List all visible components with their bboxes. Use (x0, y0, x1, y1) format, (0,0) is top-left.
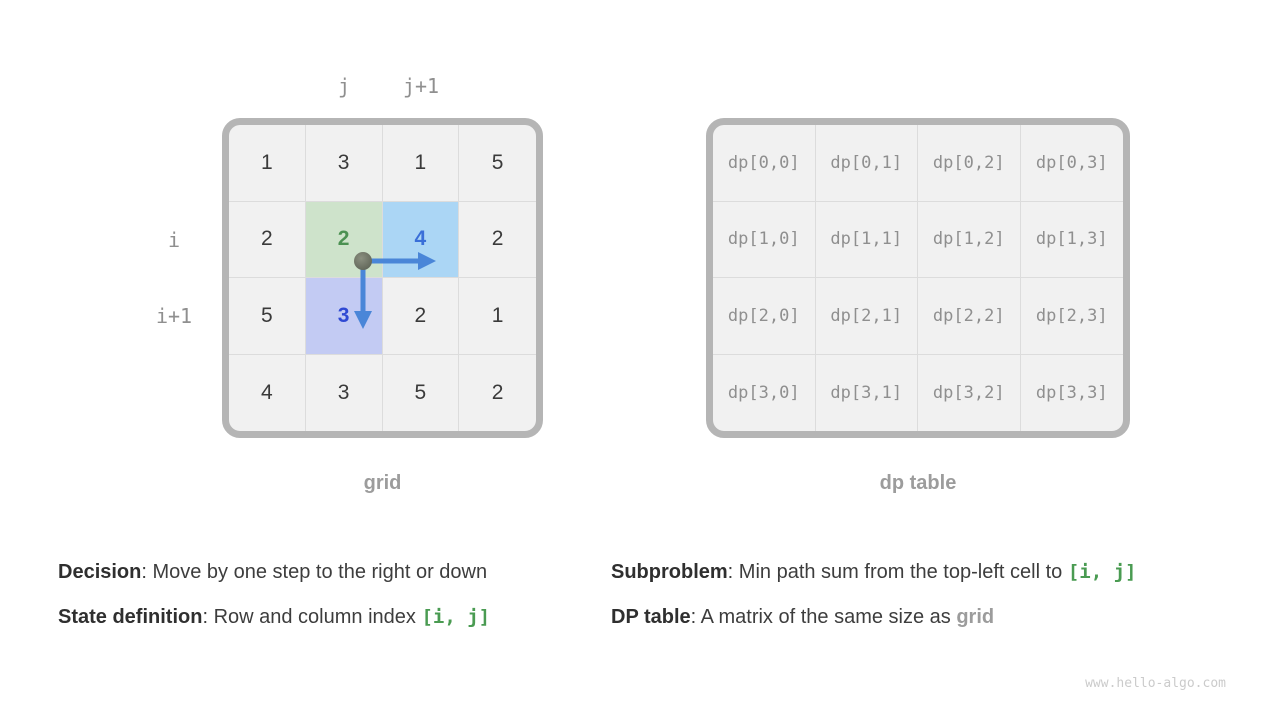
grid-caption: grid (363, 472, 402, 494)
dp-table-matrix: dp[0,0] dp[0,1] dp[0,2] dp[0,3] dp[1,0] … (706, 118, 1130, 438)
note-text: : Min path sum from the top-left cell to (727, 561, 1068, 583)
row-index-label-i: i (167, 228, 181, 252)
note-label: Subproblem (611, 561, 728, 583)
row-index-label-i1: i+1 (155, 304, 193, 328)
dp-cell: dp[3,2] (918, 354, 1021, 431)
grid-cell-current: 2 (305, 201, 383, 278)
grid-cell: 5 (383, 354, 460, 431)
note-text: : A matrix of the same size as (690, 606, 957, 628)
note-gray-word: grid (956, 606, 995, 628)
note-label: DP table (611, 606, 691, 628)
grid-cell: 4 (229, 354, 306, 431)
note-dp-table: DP table: A matrix of the same size as g… (611, 595, 1136, 640)
dp-cell: dp[2,0] (713, 278, 816, 355)
dp-cell: dp[3,1] (816, 354, 918, 431)
watermark: www.hello-algo.com (1085, 676, 1226, 691)
grid-cell: 2 (491, 380, 504, 404)
grid-cell: 2 (459, 202, 536, 278)
dp-table-caption: dp table (879, 472, 957, 494)
dp-cells: dp[0,0] dp[0,1] dp[0,2] dp[0,3] dp[1,0] … (713, 125, 1123, 431)
dp-cell: dp[1,2] (918, 201, 1021, 278)
dp-cell: dp[3,3] (1035, 382, 1108, 403)
note-label: Decision (58, 561, 142, 583)
notes-right-column: Subproblem: Min path sum from the top-le… (611, 550, 1136, 640)
dp-cell: dp[1,3] (1020, 202, 1123, 278)
note-state-definition: State definition: Row and column index [… (58, 595, 490, 640)
grid-cell: 1 (382, 125, 460, 202)
dp-cell: dp[2,3] (1020, 278, 1123, 355)
grid-matrix: 1 3 1 5 2 2 4 2 5 3 2 1 4 3 5 2 (222, 118, 543, 438)
grid-cell: 2 (382, 278, 460, 355)
note-text: : Move by one step to the right or down (141, 561, 488, 583)
note-code: [i, j] (421, 606, 491, 628)
dp-cell: dp[1,0] (713, 201, 816, 278)
grid-cell: 5 (229, 278, 306, 355)
note-subproblem: Subproblem: Min path sum from the top-le… (611, 550, 1136, 595)
grid-cell: 3 (306, 354, 383, 431)
note-decision: Decision: Move by one step to the right … (58, 550, 490, 595)
grid-cell: 5 (459, 125, 536, 202)
grid-cells: 1 3 1 5 2 2 4 2 5 3 2 1 4 3 5 2 (229, 125, 536, 431)
grid-cell-down-target: 3 (305, 278, 383, 355)
grid-cell: 1 (459, 278, 536, 355)
dp-cell: dp[2,2] (918, 278, 1021, 355)
note-code: [i, j] (1067, 561, 1137, 583)
grid-cell-right-target: 4 (382, 201, 460, 278)
dp-cell: dp[2,1] (815, 278, 918, 355)
grid-cell: 2 (229, 201, 306, 278)
col-index-label-j1: j+1 (402, 74, 440, 98)
dp-cell: dp[3,0] (713, 354, 816, 431)
grid-cell: 1 (229, 125, 306, 202)
notes-left-column: Decision: Move by one step to the right … (58, 550, 490, 640)
dp-cell: dp[0,1] (815, 125, 918, 202)
col-index-label-j: j (337, 74, 351, 98)
grid-cell: 3 (305, 125, 383, 202)
dp-cell: dp[0,3] (1020, 125, 1123, 202)
dp-cell: dp[0,2] (918, 125, 1021, 202)
note-text: : Row and column index (202, 606, 422, 628)
note-label: State definition (58, 606, 203, 628)
dp-cell: dp[1,1] (815, 201, 918, 278)
dp-cell: dp[0,0] (713, 125, 816, 202)
